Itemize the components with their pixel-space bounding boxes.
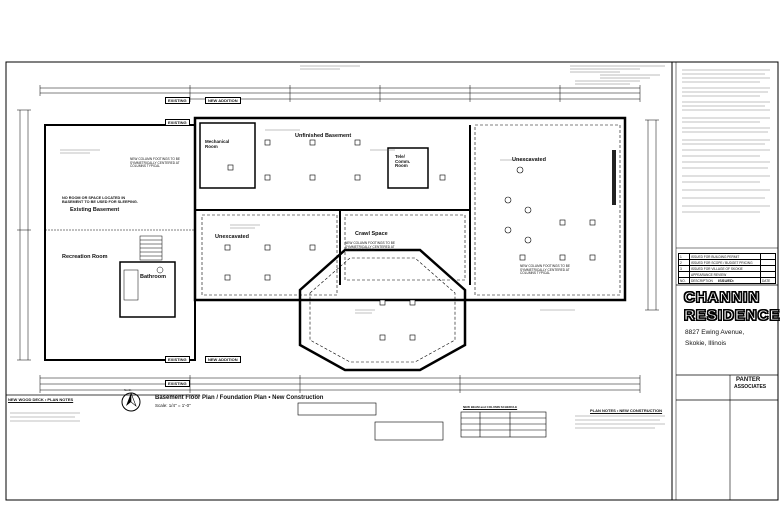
project-name-line1: CHANNIN	[683, 289, 761, 306]
column-footings	[224, 139, 596, 341]
room-label-bathroom: Bathroom	[140, 274, 166, 280]
firm-name-line2: ASSOCIATES	[734, 384, 767, 390]
sheet-border	[5, 61, 779, 501]
room-label-unexcavated-1: Unexcavated	[215, 234, 249, 240]
band-existing-top: EXISTING	[165, 97, 190, 104]
new-foundation-walls	[193, 116, 627, 302]
plan-annotations	[60, 129, 575, 314]
band-existing-bottom2: EXISTING	[165, 380, 190, 387]
general-notes-top	[300, 65, 665, 85]
room-label-recreation: Recreation Room	[62, 254, 108, 260]
project-address-line2: Skokie, Illinois	[685, 340, 727, 347]
bathroom-walls	[119, 261, 176, 318]
north-arrow-icon	[121, 392, 141, 412]
note-footings-1: NEW COLUMN FOOTINGS TO BE SYMMETRICALLY …	[130, 157, 181, 169]
unexcavated-zones	[201, 124, 621, 296]
right-wall-segment	[612, 150, 616, 205]
schedule-title: NEW BEAM and COLUMN SCHEDULE	[463, 405, 518, 409]
bottom-note-boxes	[6, 394, 547, 441]
note-footings-2: NEW COLUMN FOOTINGS TO BE SYMMETRICALLY …	[345, 241, 396, 253]
firm-name-line1: PANTER	[736, 377, 761, 383]
note-no-sleeping: NO ROOM OR SPACE LOCATED IN BASEMENT TO …	[62, 196, 138, 205]
piers	[504, 166, 532, 244]
plan-scale: Scale: 1/4" = 1'-0"	[155, 403, 191, 408]
room-label-existing-basement: Existing Basement	[70, 207, 120, 213]
room-label-mechanical: Mechanical Room	[205, 139, 230, 149]
plan-notes-lines	[10, 412, 665, 429]
dimension-lines-top	[39, 85, 641, 102]
north-label: North	[124, 388, 132, 392]
dimension-lines-bottom	[39, 375, 641, 393]
band-existing-bottom: EXISTING	[165, 356, 190, 363]
legend-lines	[682, 69, 770, 213]
room-label-tele-comm: Tele/ Comm. Room	[395, 154, 411, 168]
project-name-line2: RESIDENCE	[684, 307, 781, 324]
dimension-lines-left	[17, 109, 31, 361]
band-existing-top2: EXISTING	[165, 119, 190, 126]
legend-left-title: NEW WOOD DECK • PLAN NOTES	[8, 397, 74, 402]
band-new-addition-bottom: NEW ADDITION	[205, 356, 241, 363]
room-label-unexcavated-2: Unexcavated	[512, 157, 546, 163]
dimension-lines-right	[645, 119, 659, 311]
note-footings-3: NEW COLUMN FOOTINGS TO BE SYMMETRICALLY …	[520, 264, 571, 276]
plan-title: Basement Floor Plan / Foundation Plan • …	[155, 395, 324, 401]
existing-stair	[139, 235, 163, 261]
band-new-addition-top: NEW ADDITION	[205, 97, 241, 104]
plan-notes-title: PLAN NOTES • NEW CONSTRUCTION	[590, 408, 663, 413]
project-address-line1: 8827 Ewing Avenue,	[685, 329, 745, 336]
room-label-crawl-space: Crawl Space	[355, 231, 388, 237]
room-label-unfinished-basement: Unfinished Basement	[295, 133, 352, 139]
issued-label: ISSUED:	[718, 278, 735, 283]
octagonal-bay-foundation	[298, 248, 467, 372]
